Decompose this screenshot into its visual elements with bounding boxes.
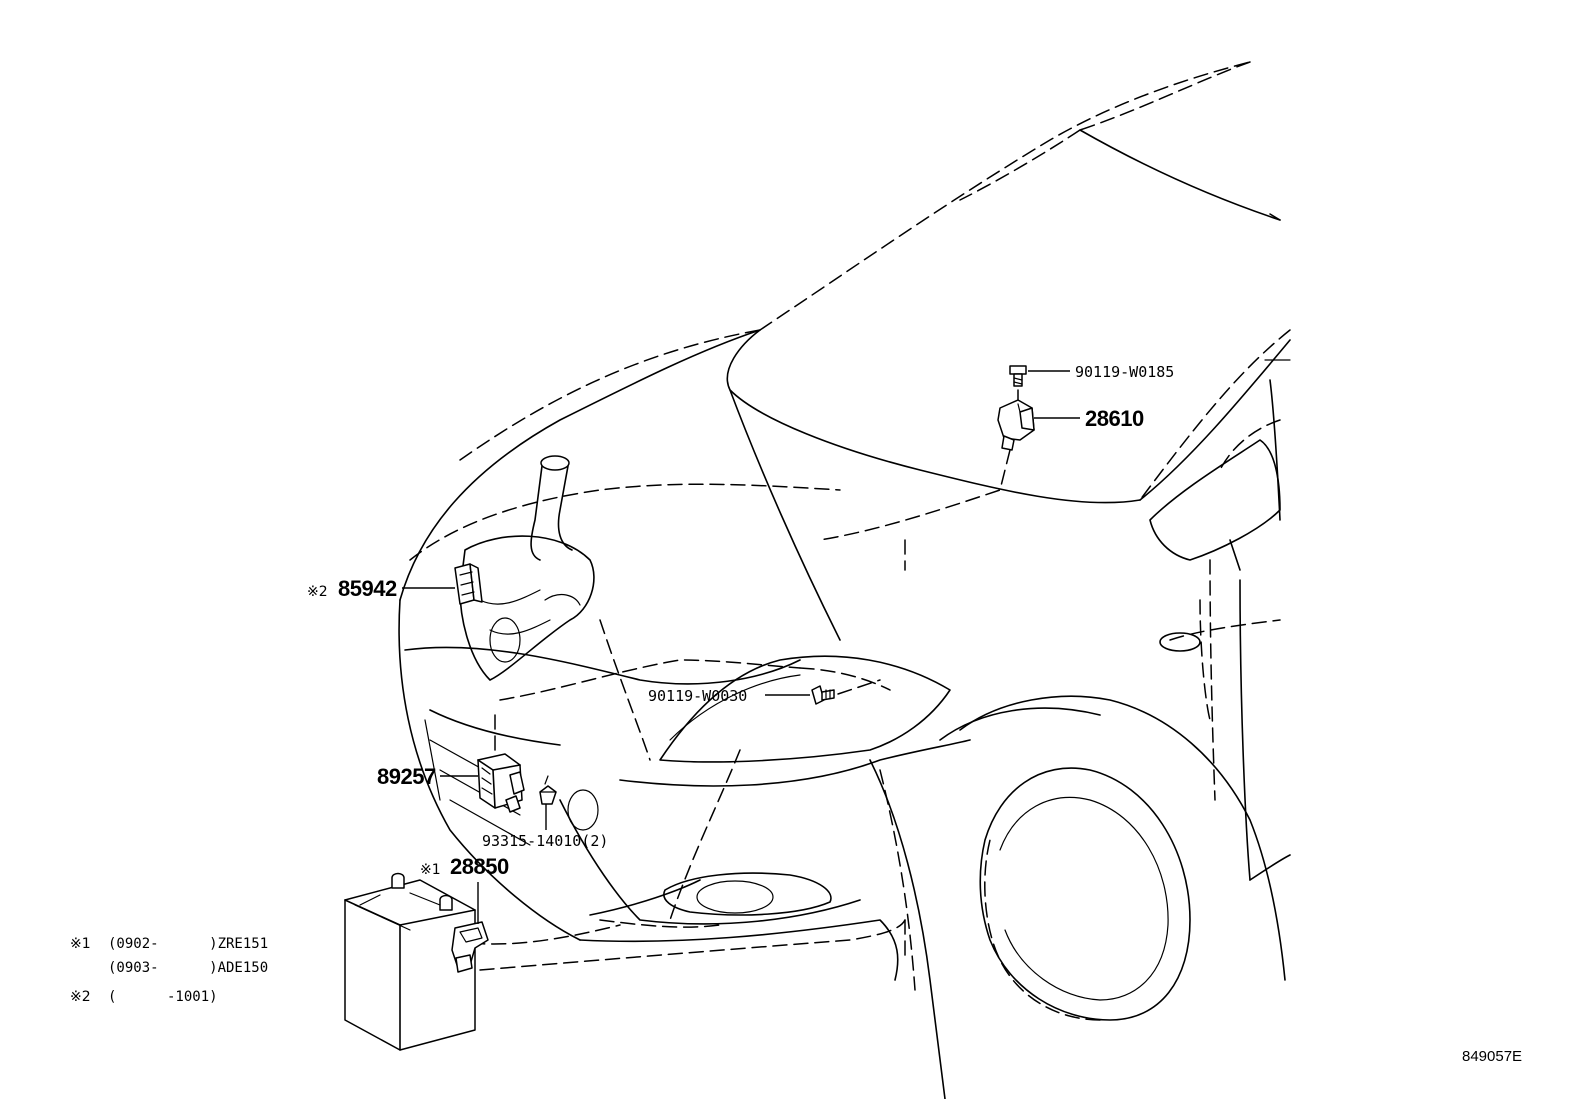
callout-89257: 89257: [377, 764, 436, 789]
battery: [344, 872, 476, 1051]
callout-28610: 28610: [1085, 406, 1144, 431]
footnotes: ※1 (0902- )ZRE151 (0903- )ADE150 ※2 ( -1…: [70, 936, 268, 1005]
washer-reservoir: [459, 455, 595, 681]
note-line-2: (0903- )ADE150: [108, 960, 268, 976]
module-89257: [477, 753, 525, 813]
callout-85942: 85942: [338, 576, 397, 601]
car-body-outline: [398, 129, 1291, 1099]
callout-90119-w0030: 90119-W0030: [648, 687, 747, 705]
note-mark-1: ※1: [70, 936, 91, 952]
bolt-93315-14010: [539, 775, 557, 805]
callout-mark-85942: ※2: [307, 584, 328, 600]
note-line-1: (0902- )ZRE151: [108, 936, 268, 952]
diagram-code: 849057E: [1462, 1048, 1522, 1065]
callout-90119-w0185: 90119-W0185: [1075, 363, 1174, 381]
sensor-28610: [997, 399, 1035, 451]
bolt-90119-w0185: [1009, 365, 1027, 403]
callout-mark-28850: ※1: [420, 862, 441, 878]
car-phantom-lines: [409, 61, 1291, 1021]
note-line-3: ( -1001): [108, 989, 218, 1005]
note-mark-2: ※2: [70, 989, 91, 1005]
ecu-85942: [454, 563, 483, 605]
bolt-90119-w0030: [811, 679, 881, 705]
leader-lines: [402, 370, 1080, 924]
callout-28850: 28850: [450, 854, 509, 879]
callout-labels: 90119-W0185 28610 ※2 85942 90119-W0030 8…: [307, 363, 1174, 879]
callout-93315-14010: 93315-14010(2): [482, 832, 608, 850]
sensor-28850: [451, 921, 489, 973]
